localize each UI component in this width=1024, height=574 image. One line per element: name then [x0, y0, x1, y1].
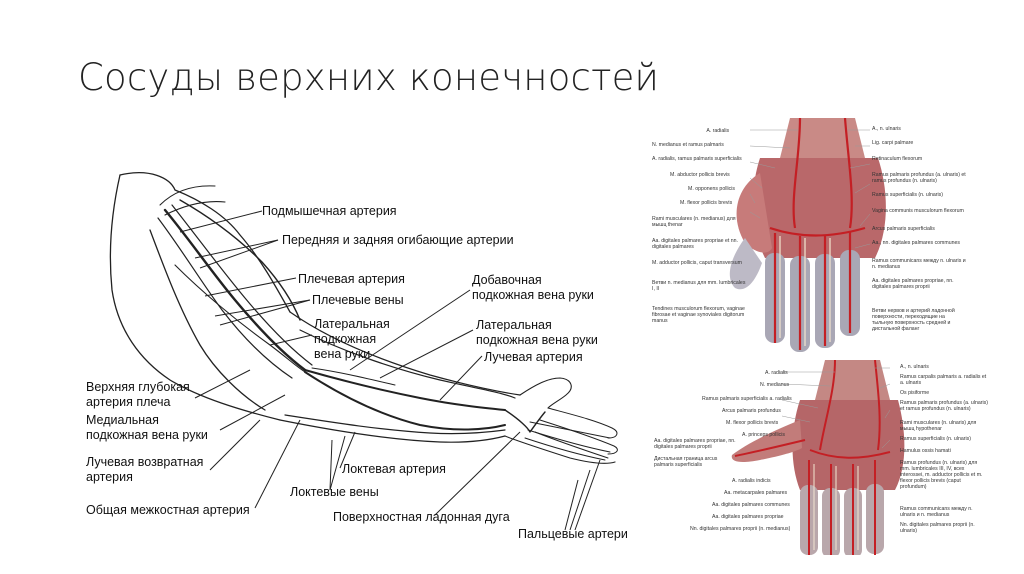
hand-plate-bottom-illustration	[731, 360, 905, 555]
bottom-label-l3: Arcus palmaris profundus	[722, 408, 781, 414]
top-label-r6: Arcus palmaris superficialis	[872, 226, 935, 232]
top-label-r9: Aa. digitales palmares propriae, nn. dig…	[872, 278, 954, 290]
bottom-label-l5: A. princeps pollicis	[742, 432, 785, 438]
bottom-label-r0: A., n. ulnaris	[900, 364, 929, 370]
hand-plate-bottom: A. radialis N. medianus Ramus palmaris s…	[650, 360, 990, 555]
bottom-label-l0: A. radialis	[765, 370, 788, 376]
top-label-r0: A., n. ulnaris	[872, 126, 901, 132]
top-label-r2: Retinaculum flexorum	[872, 156, 923, 162]
top-label-l8: M. adductor pollicis, caput transversum	[652, 260, 742, 266]
label-lateral-vein: Латеральная подкожная вена руки	[314, 317, 390, 361]
bottom-label-r3: Ramus palmaris profundus (a. ulnaris) et…	[900, 400, 988, 412]
hand-plate-top: A. radialis N. medianus et ramus palmari…	[650, 118, 970, 354]
top-label-l2: A. radialis, ramus palmaris superficiali…	[652, 156, 742, 162]
arm-vessels-illustration	[109, 172, 618, 531]
label-radial-artery: Лучевая артерия	[484, 350, 583, 364]
bottom-label-l11: Aa. digitales palmares propriae	[712, 514, 784, 520]
bottom-label-r2: Os pisiforme	[900, 390, 930, 396]
top-label-l9: Ветви n. medianus для mm. lumbricales I,…	[652, 280, 746, 292]
top-label-l10: Tendines musculorum flexorum, vaginae fi…	[652, 306, 745, 324]
label-lateral-vein-forearm: Латеральная подкожная вена руки	[476, 318, 598, 347]
bottom-label-r6: Hamulus ossis hamati	[900, 448, 951, 454]
bottom-label-l10: Aa. digitales palmares communes	[712, 502, 790, 508]
top-label-l4: M. opponens pollicis	[688, 186, 736, 192]
label-medial-vein: Медиальная подкожная вена руки	[86, 413, 208, 442]
bottom-label-l4: M. flexor pollicis brevis	[726, 420, 779, 426]
bottom-label-r4: Rami musculares (n. ulnaris) для мышц hy…	[900, 420, 977, 432]
top-label-r5: Vagina communis musculorum flexorum	[872, 208, 964, 214]
label-accessory-vein: Добавочная подкожная вена руки	[472, 273, 594, 302]
top-label-r7: Aa., nn. digitales palmares communes	[872, 240, 960, 246]
top-label-r1: Lig. carpi palmare	[872, 140, 914, 146]
bottom-label-l6: Aa. digitales palmares propriae, nn. dig…	[654, 438, 736, 450]
bottom-label-r7: Ramus profundus (n. ulnaris) для mm. lum…	[900, 460, 983, 490]
label-deep-brachial-artery: Верхняя глубокая артерия плеча	[86, 380, 190, 409]
label-superficial-palmar-arch: Поверхностная ладонная дуга	[333, 510, 510, 524]
top-label-r8: Ramus communicans между n. ulnaris и n. …	[872, 258, 966, 270]
top-label-l7: Aa. digitales palmares propriae et nn. d…	[652, 238, 738, 250]
bottom-label-r9: Nn. digitales palmares proprii (n. ulnar…	[900, 522, 975, 534]
top-label-l5: M. flexor pollicis brevis	[680, 200, 733, 206]
label-brachial-artery: Плечевая артерия	[298, 272, 405, 286]
label-circumflex-arteries: Передняя и задняя огибающие артерии	[282, 233, 514, 247]
label-digital-arteries: Пальцевые артери	[518, 527, 628, 541]
bottom-label-l12: Nn. digitales palmares proprii (n. media…	[690, 526, 791, 532]
hand-plate-top-illustration	[729, 118, 886, 352]
label-common-interosseous-artery: Общая межкостная артерия	[86, 503, 250, 517]
top-label-l3: M. abductor pollicis brevis	[670, 172, 730, 178]
bottom-label-r1: Ramus carpalis palmaris a. radialis et a…	[900, 374, 987, 386]
bottom-label-l1: N. medianus	[760, 382, 790, 388]
bottom-label-l7: Дистальная граница arcus palmaris superf…	[654, 456, 718, 468]
label-ulnar-veins: Локтевые вены	[290, 485, 379, 499]
top-label-r10: Ветви нервов и артерий ладонной поверхно…	[872, 308, 955, 332]
top-label-l6: Rami musculares (n. medianus) для мышц t…	[652, 216, 736, 228]
top-label-l0: A. radialis	[706, 128, 730, 134]
bottom-label-r5: Ramus superficialis (n. ulnaris)	[900, 436, 971, 442]
label-axillary-artery: Подмышечная артерия	[262, 204, 397, 218]
bottom-label-l8: A. radialis indicis	[732, 478, 771, 484]
bottom-label-l9: Aa. metacarpales palmares	[724, 490, 788, 496]
bottom-label-l2: Ramus palmaris superficialis a. radialis	[702, 396, 792, 402]
top-label-r4: Ramus superficialis (n. ulnaris)	[872, 192, 943, 198]
label-radial-recurrent-artery: Лучевая возвратная артерия	[86, 455, 204, 484]
top-label-l1: N. medianus et ramus palmaris	[652, 142, 724, 148]
top-label-r3: Ramus palmaris profundus (a. ulnaris) et…	[872, 172, 966, 184]
slide-title: Сосуды верхних конечностей	[78, 56, 660, 99]
label-brachial-veins: Плечевые вены	[312, 293, 404, 307]
bottom-label-r8: Ramus communicans между n. ulnaris и n. …	[900, 506, 973, 518]
label-ulnar-artery: Локтевая артерия	[342, 462, 446, 476]
